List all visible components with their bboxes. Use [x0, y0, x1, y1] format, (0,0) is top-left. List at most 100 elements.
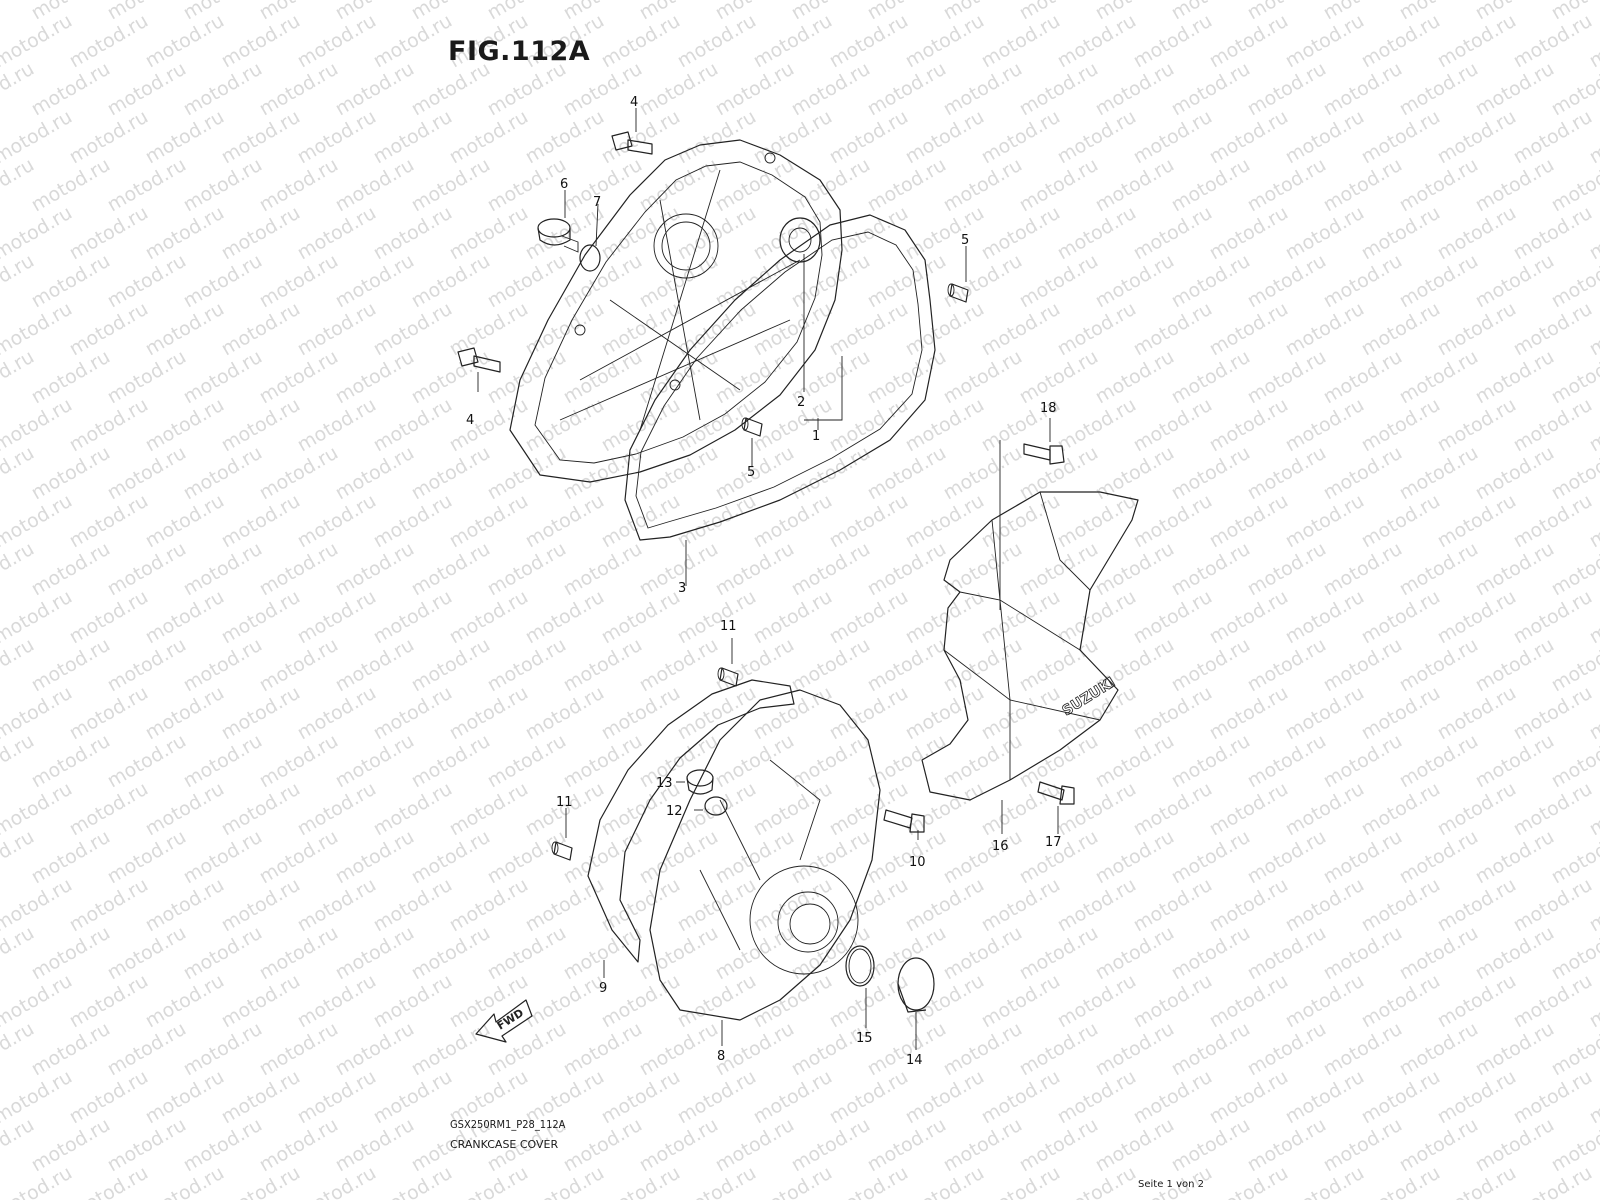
- watermark-text: motod.ru: [104, 826, 190, 889]
- watermark-text: motod.ru: [180, 730, 266, 793]
- watermark-text: motod.ru: [522, 682, 608, 745]
- watermark-text: motod.ru: [1244, 58, 1330, 121]
- watermark-text: motod.ru: [104, 442, 190, 505]
- watermark-text: motod.ru: [1282, 298, 1368, 361]
- watermark-text: motod.ru: [180, 250, 266, 313]
- watermark-text: motod.ru: [408, 442, 494, 505]
- watermark-text: motod.ru: [1472, 250, 1558, 313]
- watermark-text: motod.ru: [788, 154, 874, 217]
- watermark-text: motod.ru: [66, 394, 152, 457]
- watermark-text: motod.ru: [104, 922, 190, 985]
- watermark-text: motod.ru: [1320, 154, 1406, 217]
- watermark-text: motod.ru: [370, 874, 456, 937]
- watermark-text: motod.ru: [1282, 874, 1368, 937]
- watermark-text: motod.ru: [1510, 1066, 1596, 1129]
- watermark-text: motod.ru: [940, 1114, 1026, 1177]
- watermark-text: motod.ru: [218, 970, 304, 1033]
- watermark-text: motod.ru: [750, 682, 836, 745]
- watermark-text: motod.ru: [1244, 1018, 1330, 1081]
- watermark-text: motod.ru: [1282, 394, 1368, 457]
- figure-caption: CRANKCASE COVER: [450, 1138, 559, 1151]
- watermark-text: motod.ru: [826, 586, 912, 649]
- watermark-text: motod.ru: [446, 490, 532, 553]
- watermark-text: motod.ru: [750, 1066, 836, 1129]
- watermark-text: motod.ru: [1510, 394, 1596, 457]
- watermark-text: motod.ru: [1092, 58, 1178, 121]
- watermark-text: motod.ru: [332, 922, 418, 985]
- watermark-text: motod.ru: [1054, 490, 1140, 553]
- watermark-text: motod.ru: [1320, 346, 1406, 409]
- watermark-text: motod.ru: [1244, 730, 1330, 793]
- watermark-text: motod.ru: [370, 202, 456, 265]
- watermark-text: motod.ru: [864, 1018, 950, 1081]
- watermark-text: motod.ru: [560, 250, 646, 313]
- watermark-text: motod.ru: [940, 154, 1026, 217]
- watermark-text: motod.ru: [636, 442, 722, 505]
- watermark-text: motod.ru: [408, 826, 494, 889]
- watermark-text: motod.ru: [104, 58, 190, 121]
- watermark-text: motod.ru: [826, 874, 912, 937]
- watermark-text: motod.ru: [142, 970, 228, 1033]
- watermark-text: motod.ru: [332, 1018, 418, 1081]
- watermark-text: motod.ru: [1282, 682, 1368, 745]
- watermark-text: motod.ru: [712, 250, 798, 313]
- watermark-text: motod.ru: [1130, 778, 1216, 841]
- watermark-text: motod.ru: [598, 106, 684, 169]
- watermark-text: motod.ru: [28, 58, 114, 121]
- callout-4-upper: 4: [630, 95, 638, 110]
- watermark-text: motod.ru: [370, 1066, 456, 1129]
- watermark-text: motod.ru: [674, 970, 760, 1033]
- watermark-text: motod.ru: [28, 538, 114, 601]
- callout-4-left: 4: [466, 413, 474, 428]
- watermark-text: motod.ru: [104, 1114, 190, 1177]
- watermark-text: motod.ru: [142, 202, 228, 265]
- generator-cover: [649, 689, 881, 1021]
- watermark-text: motod.ru: [1472, 1114, 1558, 1177]
- watermark-text: motod.ru: [104, 346, 190, 409]
- watermark-text: motod.ru: [712, 730, 798, 793]
- watermark-text: motod.ru: [218, 874, 304, 937]
- watermark-text: motod.ru: [940, 442, 1026, 505]
- callout-17: 17: [1045, 835, 1062, 850]
- watermark-text: motod.ru: [104, 1018, 190, 1081]
- watermark-text: motod.ru: [1434, 586, 1520, 649]
- watermark-text: motod.ru: [1244, 538, 1330, 601]
- o-ring-7: [579, 244, 601, 272]
- watermark-text: motod.ru: [1168, 1018, 1254, 1081]
- watermark-text: motod.ru: [598, 202, 684, 265]
- watermark-text: motod.ru: [1510, 298, 1596, 361]
- watermark-text: motod.ru: [712, 346, 798, 409]
- watermark-text: motod.ru: [1510, 970, 1596, 1033]
- watermark-text: motod.ru: [788, 442, 874, 505]
- watermark-text: motod.ru: [142, 394, 228, 457]
- watermark-text: motod.ru: [294, 586, 380, 649]
- watermark-text: motod.ru: [1168, 442, 1254, 505]
- watermark-text: motod.ru: [1168, 58, 1254, 121]
- watermark-text: motod.ru: [1396, 922, 1482, 985]
- watermark-text: motod.ru: [408, 1018, 494, 1081]
- watermark-text: motod.ru: [446, 874, 532, 937]
- watermark-text: motod.ru: [1320, 1018, 1406, 1081]
- watermark-text: motod.ru: [28, 1018, 114, 1081]
- watermark-text: motod.ru: [940, 826, 1026, 889]
- watermark-text: motod.ru: [1130, 490, 1216, 553]
- watermark-text: motod.ru: [1358, 394, 1444, 457]
- watermark-text: motod.ru: [1548, 442, 1600, 505]
- watermark-text: motod.ru: [636, 922, 722, 985]
- watermark-text: motod.ru: [1016, 922, 1102, 985]
- bolt-18: [1023, 443, 1065, 465]
- watermark-text: motod.ru: [142, 106, 228, 169]
- watermark-text: motod.ru: [332, 250, 418, 313]
- watermark-text: motod.ru: [180, 922, 266, 985]
- watermark-text: motod.ru: [750, 106, 836, 169]
- callout-11-upper: 11: [720, 619, 737, 634]
- watermark-text: motod.ru: [332, 730, 418, 793]
- oil-seal: [779, 217, 821, 263]
- watermark-text: motod.ru: [674, 586, 760, 649]
- callout-5-right: 5: [961, 233, 969, 248]
- watermark-text: motod.ru: [1396, 346, 1482, 409]
- watermark-text: motod.ru: [256, 730, 342, 793]
- watermark-text: motod.ru: [902, 682, 988, 745]
- cover-gasket: [624, 214, 936, 541]
